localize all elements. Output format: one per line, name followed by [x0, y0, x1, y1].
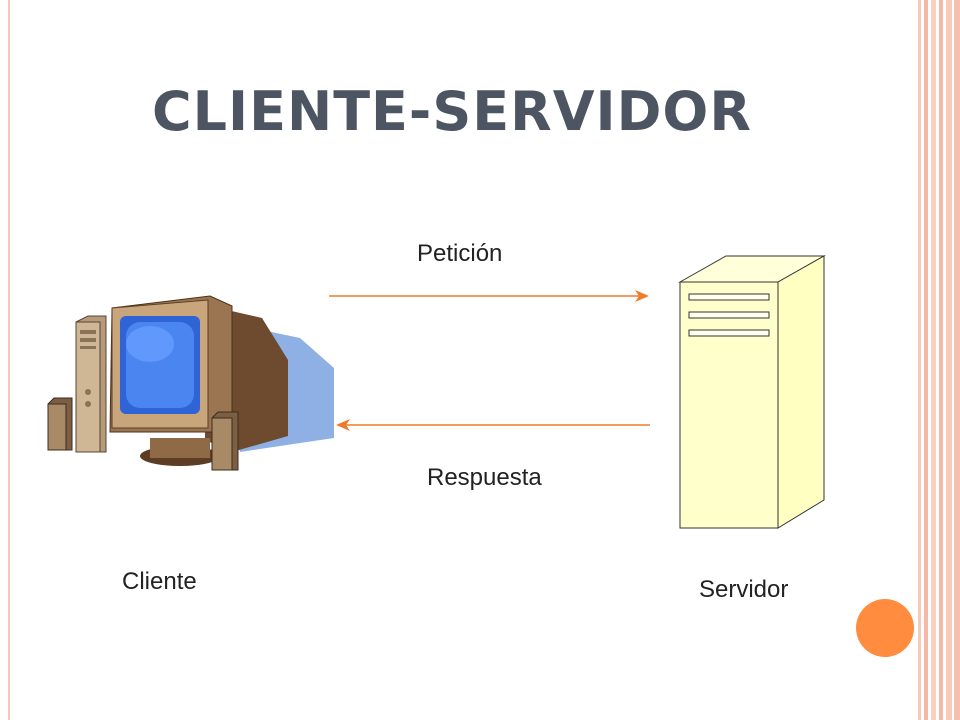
left-border-stripe — [8, 0, 10, 720]
slide-title: CLIENTE-SERVIDOR — [152, 80, 752, 143]
request-arrow — [329, 290, 649, 302]
response-label: Respuesta — [427, 464, 542, 491]
accent-circle — [856, 599, 914, 657]
server-label: Servidor — [699, 576, 789, 603]
desktop-computer-icon — [47, 295, 334, 471]
server-tower-icon — [678, 255, 826, 529]
request-label: Petición — [417, 240, 503, 267]
response-arrow — [336, 419, 650, 431]
client-label: Cliente — [122, 568, 197, 595]
